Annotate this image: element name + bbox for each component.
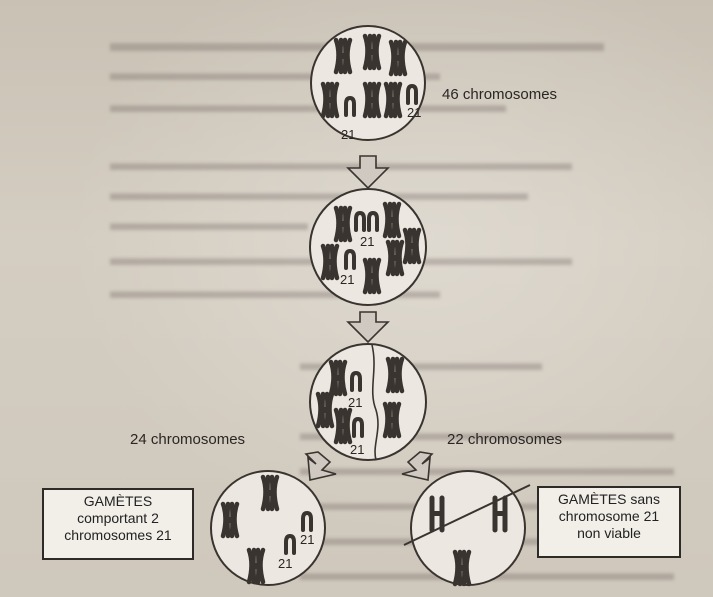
- label-21: 21: [407, 105, 422, 120]
- right-count-label: 22 chromosomes: [447, 431, 563, 448]
- right-box-line-2: chromosome 21: [558, 508, 660, 524]
- gamete-without-21: [403, 470, 531, 585]
- background-text: ▬▬▬▬▬▬▬▬▬▬▬▬▬▬▬▬▬▬: [110, 92, 506, 117]
- label-21: 21: [340, 272, 355, 287]
- cell-duplicated: [309, 188, 427, 306]
- arrow-down-right: [401, 451, 434, 481]
- right-gamete-box: GAMÈTES sans chromosome 21 non viable: [537, 486, 681, 558]
- arrow-down-2: [346, 311, 390, 344]
- arrow-down-1: [346, 155, 390, 190]
- stage-1-count-label: 46 chromosomes: [442, 86, 558, 103]
- background-text: ▬▬▬▬▬▬▬▬▬▬▬▬▬▬▬▬▬▬▬: [110, 180, 528, 205]
- label-21: 21: [300, 532, 315, 547]
- left-box-line-3: chromosomes 21: [64, 527, 172, 543]
- cell-dividing: [309, 343, 427, 461]
- gamete-with-two-21: [210, 470, 326, 586]
- left-box-line-1: GAMÈTES: [83, 493, 153, 509]
- label-21: 21: [341, 127, 356, 142]
- label-21: 21: [278, 556, 293, 571]
- left-gamete-box: GAMÈTES comportant 2 chromosomes 21: [42, 488, 194, 560]
- label-21: 21: [360, 234, 375, 249]
- arrow-down-left: [304, 451, 337, 481]
- label-21: 21: [350, 442, 365, 457]
- background-text: ▬▬▬▬▬▬▬▬▬▬▬▬▬▬▬▬▬▬▬▬▬: [110, 150, 572, 175]
- left-box-line-2: comportant 2: [77, 510, 159, 526]
- cell-46-chromosomes: [310, 25, 426, 141]
- strike-through-line: [403, 484, 531, 546]
- right-box-line-3: non viable: [577, 525, 641, 541]
- division-line: [371, 344, 379, 461]
- left-count-label: 24 chromosomes: [130, 431, 246, 448]
- background-text: ▬▬▬▬▬▬▬▬▬: [110, 210, 308, 235]
- label-21: 21: [348, 395, 363, 410]
- right-box-line-1: GAMÈTES sans: [558, 491, 660, 507]
